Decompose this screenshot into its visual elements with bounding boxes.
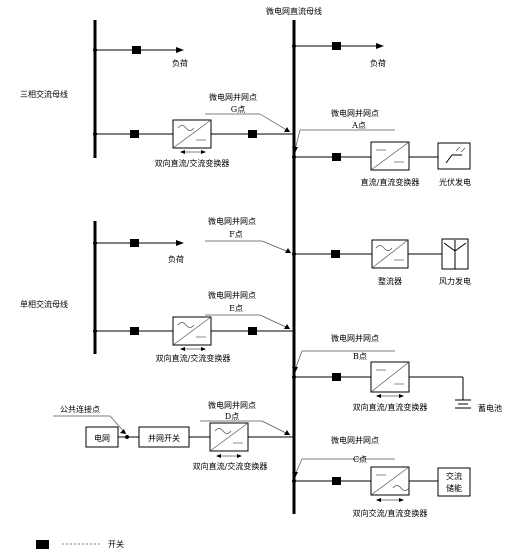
- load-label: 负荷: [370, 58, 386, 68]
- grid-box: [85, 426, 119, 448]
- switch-icon: [331, 250, 340, 258]
- switch-icon: [248, 327, 257, 335]
- switch-icon: [36, 540, 49, 549]
- switch-icon: [130, 327, 139, 335]
- pv-label: 光伏发电: [439, 177, 471, 187]
- switch-icon: [130, 239, 139, 247]
- converter-label: 双向直流/交流变换器: [155, 158, 230, 168]
- converter-label: 双向直流/交流变换器: [193, 461, 268, 471]
- switch-icon: [332, 477, 341, 485]
- switch-icon: [332, 42, 341, 50]
- grid-label: 电网: [94, 433, 110, 443]
- branch-f: 整流器 风力发电 微电网并网点 F点: [205, 216, 471, 286]
- switch-icon: [132, 46, 141, 54]
- rectifier-label: 整流器: [378, 276, 402, 286]
- pcc-label: 微电网并网点: [331, 435, 379, 445]
- switch-icon: [248, 130, 257, 138]
- grid-switch-label: 并网开关: [148, 433, 180, 443]
- branch-d: 电网 公共连接点 并网开关 双向直流/交流变换器 微电网并网点 D点: [53, 400, 294, 471]
- pcc-point: D点: [225, 412, 239, 421]
- pcc-point: G点: [231, 105, 245, 114]
- pcc-label: 微电网并网点: [208, 400, 256, 410]
- pcc-label: 微电网并网点: [208, 216, 256, 226]
- legend-switch-label: 开关: [108, 539, 124, 549]
- branch-g: 双向直流/交流变换器 微电网并网点 G点: [93, 92, 294, 168]
- pcc-label: 微电网并网点: [331, 333, 379, 343]
- branch-b: 双向直流/直流变换器 蓄电池 微电网并网点 B点: [292, 333, 502, 413]
- load-three-phase: 负荷: [93, 46, 188, 68]
- pcc-label: 微电网并网点: [209, 92, 257, 102]
- pcc-point: C点: [353, 455, 367, 464]
- battery-label: 蓄电池: [478, 403, 502, 413]
- switch-icon: [332, 153, 341, 161]
- pcc-label: 微电网并网点: [331, 108, 379, 118]
- battery-icon: [455, 399, 471, 409]
- ac-storage-label-line1: 交流: [446, 471, 462, 481]
- pcc-label: 微电网并网点: [208, 290, 256, 300]
- pcc-point: B点: [353, 352, 367, 361]
- branch-e: 双向直流/交流变换器 微电网并网点 E点: [93, 290, 294, 363]
- pcc-point: F点: [229, 230, 243, 239]
- legend: 开关: [36, 539, 124, 549]
- load-single-phase: 负荷: [93, 239, 184, 264]
- load-label: 负荷: [168, 254, 184, 264]
- switch-icon: [130, 130, 139, 138]
- branch-c: 双向交流/直流变换器 交流 储能 微电网并网点 C点: [292, 435, 471, 518]
- dc-bus-label: 微电网直流母线: [266, 6, 322, 16]
- pcc-point: E点: [229, 304, 243, 313]
- ac-storage-label-line2: 储能: [446, 483, 462, 493]
- converter-label: 双向直流/直流变换器: [353, 402, 428, 412]
- three-phase-bus-label: 三相交流母线: [20, 89, 68, 99]
- single-phase-bus-label: 单相交流母线: [20, 299, 68, 309]
- converter-label: 双向直流/交流变换器: [156, 353, 231, 363]
- switch-icon: [332, 373, 341, 381]
- grid-switch-box: [138, 426, 190, 448]
- converter-label: 直流/直流变换器: [361, 177, 420, 187]
- pv-icon: [437, 142, 471, 170]
- load-dc: 负荷: [292, 42, 386, 68]
- branch-a: 直流/直流变换器 光伏发电 微电网并网点 A点: [292, 108, 471, 187]
- pcc-point: A点: [351, 121, 366, 130]
- public-connection-label: 公共连接点: [60, 404, 100, 414]
- ac-storage-box: [437, 467, 471, 497]
- load-label: 负荷: [172, 58, 188, 68]
- converter-label: 双向交流/直流变换器: [353, 508, 428, 518]
- wind-label: 风力发电: [439, 276, 471, 286]
